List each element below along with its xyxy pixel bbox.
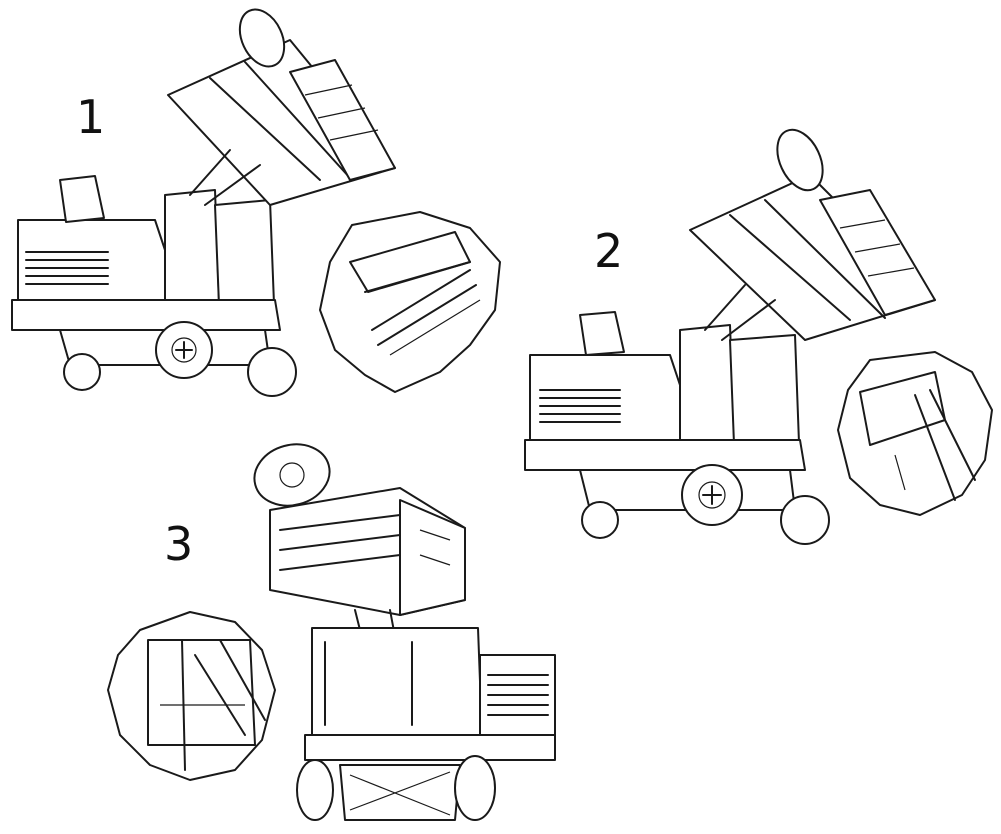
detail-inset-1: [319, 211, 501, 393]
machine-step-2: [524, 128, 936, 545]
rear-wheel-right: [454, 755, 496, 821]
rear-wheel-left: [63, 353, 101, 391]
step-label-3: 3: [164, 517, 194, 571]
detail-inset-2: [837, 351, 993, 516]
raised-hopper: [689, 174, 936, 341]
front-wheel: [681, 464, 743, 526]
operator-seat: [59, 175, 105, 223]
machine-step-3: [253, 443, 556, 821]
rear-wheel-left: [296, 759, 334, 821]
rear-wheel: [247, 347, 297, 397]
rear-wheel: [780, 495, 830, 545]
machine-step-1: [11, 8, 396, 397]
raised-hopper: [167, 39, 396, 206]
engine-vent: [487, 674, 549, 716]
step-label-2: 2: [594, 224, 624, 278]
raised-hopper: [269, 487, 466, 616]
detail-inset-3: [107, 611, 276, 781]
rear-wheel-left: [581, 501, 619, 539]
step-label-1: 1: [76, 90, 106, 144]
main-brush: [339, 764, 461, 821]
engine-vent: [25, 251, 109, 285]
side-brush: [776, 128, 824, 192]
side-brush: [238, 8, 286, 68]
engine-vent: [539, 389, 621, 423]
operator-seat: [579, 311, 625, 356]
front-wheel: [155, 321, 213, 379]
